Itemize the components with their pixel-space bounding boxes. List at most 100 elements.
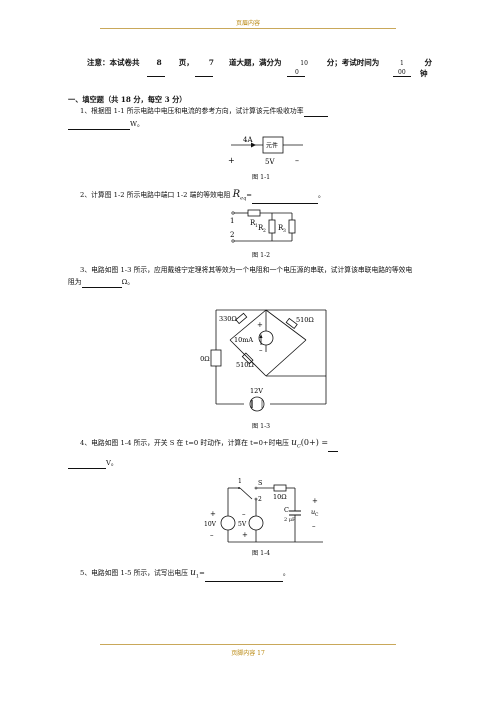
fig2-r3-sub: 3 xyxy=(283,228,286,234)
q4-stem: 4、电路如图 1-4 所示，开关 S 在 t=0 时动作，计算在 t=0+时电压 xyxy=(80,439,289,447)
fig1-caption: 图 1-1 xyxy=(252,174,271,181)
q4-unit: V。 xyxy=(106,459,118,467)
fig3-minus: – xyxy=(259,346,263,354)
notice-label-4: 分；考试时间为 xyxy=(326,58,380,67)
time-blank xyxy=(393,76,411,77)
q2-req-sub: eq xyxy=(240,195,247,202)
figure-1-4: 1 S 2 10Ω C 2 μF + u C – + 10V – 5V – + xyxy=(204,478,323,543)
fig4-cap: C xyxy=(284,506,289,514)
fig4-v10: 10V xyxy=(204,521,217,528)
q3-lead: 阻为 xyxy=(68,278,82,286)
q4-line-2: V。 xyxy=(68,458,118,469)
q5-u: u xyxy=(190,568,196,578)
q3-line-2: 阻为 Ω。 xyxy=(68,277,134,288)
fig4-v5-plus: + xyxy=(242,531,248,539)
fig4-uc-sub: C xyxy=(315,512,319,518)
notice-label-2: 页， xyxy=(178,58,194,67)
score-lower: 0 xyxy=(295,69,299,76)
fig2-r2: R xyxy=(258,224,264,232)
q4-expr: (0+) = xyxy=(300,438,329,447)
q4-text: 4、电路如图 1-4 所示，开关 S 在 t=0 时动作，计算在 t=0+时电压… xyxy=(80,437,339,453)
fig3-r510-top: 510Ω xyxy=(296,316,314,324)
figure-1-2: 1 2 R 1 R 2 R 3 xyxy=(230,209,296,243)
fig4-v5-minus: – xyxy=(242,510,246,518)
q5-end: 。 xyxy=(282,569,290,577)
q1-stem: 1、根据图 1-1 所示电路中电压和电流的参考方向，试计算该元件吸收功率 xyxy=(80,107,304,115)
fig4-uc-plus: + xyxy=(312,497,318,505)
fig2-terminal-1: 1 xyxy=(230,217,234,225)
q2-req: R xyxy=(232,189,241,200)
question-count-blank xyxy=(195,76,213,77)
q1-unit: W。 xyxy=(130,120,144,128)
fig4-v5: 5V xyxy=(238,521,247,528)
q2-end: 。 xyxy=(317,191,325,199)
q5-u-sub: 1 xyxy=(195,573,200,580)
section-title: 一、填空题（共 18 分，每空 3 分） xyxy=(68,95,187,104)
q1-blank-b xyxy=(68,121,130,130)
fig4-r10: 10Ω xyxy=(273,493,287,501)
fig2-r1: R xyxy=(250,219,256,227)
time-lower: 00 xyxy=(398,69,406,76)
fig4-uc: u xyxy=(311,508,315,516)
fig1-minus: – xyxy=(295,156,299,165)
fig3-plus: + xyxy=(257,321,263,329)
q5-eq: = xyxy=(199,569,205,577)
fig3-r330: 330Ω xyxy=(219,315,237,323)
footer-rule xyxy=(100,644,396,645)
page-header: 页眉内容 xyxy=(235,20,260,27)
q2-blank xyxy=(251,195,318,205)
q1-text: 1、根据图 1-1 所示电路中电压和电流的参考方向，试计算该元件吸收功率 xyxy=(80,106,328,117)
fig2-terminal-2: 2 xyxy=(230,231,234,239)
q3-unit: Ω。 xyxy=(121,278,135,286)
notice-label-1: 注意：本试卷共 xyxy=(87,58,140,67)
fig4-caption: 图 1-4 xyxy=(252,550,271,557)
fig3-caption: 图 1-3 xyxy=(252,423,271,430)
score-upper: 10 xyxy=(300,60,308,67)
fig2-r1-sub: 1 xyxy=(255,223,258,229)
fig3-r510-bottom: 510Ω xyxy=(236,361,254,369)
page-footer: 页脚内容 17 xyxy=(231,650,265,657)
header-rule xyxy=(100,28,396,29)
q5-text: 5、电路如图 1-5 所示，试写出电压 u1= 。 xyxy=(80,568,290,583)
q2-text: 2、计算图 1-2 所示电路中端口 1-2 端的等效电阻 Req= 。 xyxy=(80,189,325,205)
fig4-pos-2: 2 xyxy=(258,496,262,503)
fig3-v12: 12V xyxy=(250,387,263,395)
fig1-current: 4A xyxy=(243,136,253,144)
page-count: 8 xyxy=(156,58,162,67)
q4-blank-a xyxy=(328,443,339,453)
notice-label-3: 道大题，满分为 xyxy=(229,58,282,67)
notice-label-5: 分 xyxy=(424,58,433,67)
exam-notice: 注意：本试卷共 8 页， 7 道大题，满分为 10 分；考试时间为 1 分 xyxy=(87,57,432,68)
q2-stem: 2、计算图 1-2 所示电路中端口 1-2 端的等效电阻 xyxy=(80,191,231,199)
q1-blank-a xyxy=(303,108,328,117)
figure-1-3: 330Ω 510Ω + 10mA – 510Ω 10Ω 12V xyxy=(200,309,327,412)
time-upper: 1 xyxy=(399,60,404,67)
fig3-current-source: 10mA xyxy=(234,336,253,344)
q5-blank xyxy=(204,573,283,583)
fig4-v10-plus: + xyxy=(210,510,216,518)
fig3-r10: 10Ω xyxy=(200,355,210,363)
q4-blank-b xyxy=(68,460,106,469)
question-count: 7 xyxy=(208,58,214,67)
fig4-cap-value: 2 μF xyxy=(284,517,296,523)
score-blank xyxy=(287,76,305,77)
figure-1-1: 4A 元件 + 5V – xyxy=(228,136,303,166)
fig4-uc-minus: – xyxy=(312,522,316,530)
fig2-caption: 图 1-2 xyxy=(252,252,271,259)
notice-label-6: 钟 xyxy=(420,69,428,78)
q4-uc: u xyxy=(291,438,297,448)
fig4-switch: S xyxy=(258,479,262,487)
fig1-element: 元件 xyxy=(266,142,278,150)
q1-text-2: W。 xyxy=(68,119,144,130)
fig2-r3: R xyxy=(278,224,284,232)
q3-blank xyxy=(81,279,122,288)
fig1-voltage: 5V xyxy=(265,158,275,166)
fig1-plus: + xyxy=(228,156,235,165)
q5-stem: 5、电路如图 1-5 所示，试写出电压 xyxy=(80,569,188,577)
fig4-pos-1: 1 xyxy=(238,478,242,485)
fig2-r2-sub: 2 xyxy=(263,228,266,234)
fig4-v10-minus: – xyxy=(210,531,214,539)
q2-eq: = xyxy=(246,191,252,199)
q3-line-1: 3、电路如图 1-3 所示，应用戴维宁定理将其等效为一个电阻和一个电压源的串联，… xyxy=(80,266,413,274)
q4-uc-sub: C xyxy=(296,443,301,450)
